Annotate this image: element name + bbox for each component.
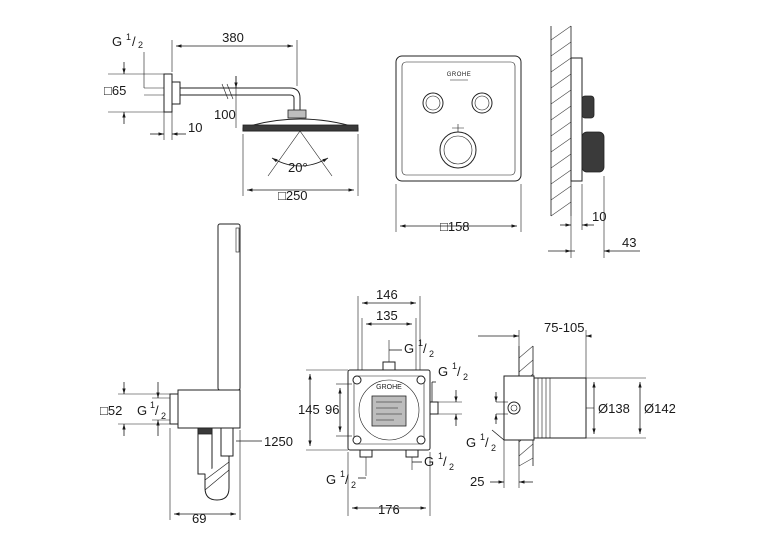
hose-nut (220, 427, 234, 457)
svg-text:2: 2 (449, 462, 454, 472)
rough-thread-bl-g: G (326, 472, 336, 487)
svg-text:/: / (443, 454, 447, 469)
rough-thread-right-g: G (438, 364, 448, 379)
dim-rough-width-outer: 146 (376, 287, 398, 302)
svg-text:/: / (457, 364, 461, 379)
showerhead-face (242, 124, 359, 132)
dim-rough-depth-range: 75-105 (544, 320, 584, 335)
showerhead-connector (287, 109, 307, 119)
control-plate (395, 55, 522, 182)
rough-side-sleeve (533, 377, 587, 439)
dim-flange-offset: 10 (188, 120, 202, 135)
svg-text:2: 2 (491, 443, 496, 453)
rough-in-right-port (429, 401, 439, 415)
dim-rough-height-outer: 145 (298, 402, 320, 417)
rough-in-guide-circle (358, 379, 420, 441)
rough-in-side-view: 75-105 Ø138 Ø142 G 1 / 2 25 (466, 320, 676, 489)
svg-text:1: 1 (418, 338, 423, 348)
rough-side-inlet (507, 401, 521, 415)
svg-text:1: 1 (438, 451, 443, 461)
thermostat-knob (439, 131, 477, 169)
dim-head-square: □250 (278, 188, 308, 203)
plate-side-view: 10 43 (548, 25, 640, 258)
dim-rough-offset: 25 (470, 474, 484, 489)
arm-break-mark (221, 83, 234, 100)
svg-text:2: 2 (463, 372, 468, 382)
rough-in-front-view: GROHE 146 135 G 1 / 2 G 1 / 2 (298, 287, 468, 517)
svg-text:1: 1 (340, 469, 345, 479)
dim-drop: 100 (214, 107, 236, 122)
hose-loop (204, 456, 230, 501)
plate-side-profile (570, 57, 583, 182)
showerhead-wall-flange (163, 73, 173, 113)
wall-holder-block (177, 389, 241, 429)
svg-text:2: 2 (429, 349, 434, 359)
dim-rough-height-inner: 96 (325, 402, 339, 417)
rough-in-label-plate (371, 395, 407, 427)
dim-hose-length: 1250 (264, 434, 293, 449)
svg-text:/: / (132, 34, 136, 49)
rough-in-brand-logo: GROHE (376, 384, 402, 391)
dim-rough-width-inner: 135 (376, 308, 398, 323)
hand-shower-handle (217, 223, 241, 391)
rough-in-bottom-left-port (359, 449, 373, 458)
svg-text:2: 2 (161, 411, 166, 421)
dim-rough-overall-width: 176 (378, 502, 400, 517)
hose-connector (197, 427, 213, 475)
svg-text:2: 2 (351, 480, 356, 490)
svg-text:1: 1 (452, 361, 457, 371)
thread-label-den: 2 (138, 40, 143, 50)
rough-side-thread-g: G (466, 435, 476, 450)
svg-text:1: 1 (150, 400, 155, 410)
dim-holder-depth: 69 (192, 511, 206, 526)
dim-holder-square: □52 (100, 403, 122, 418)
side-knob-profile (581, 131, 605, 173)
svg-text:/: / (485, 435, 489, 450)
svg-text:/: / (155, 403, 159, 418)
dim-tilt-angle: 20° (288, 160, 308, 175)
dim-total-depth: 43 (622, 235, 636, 250)
svg-text:/: / (423, 341, 427, 356)
rough-thread-top-g: G (404, 341, 414, 356)
holder-wall-flange (169, 393, 179, 425)
side-button-profile (581, 95, 595, 119)
dim-plate-square: □158 (440, 219, 470, 234)
rough-thread-br-g: G (424, 454, 434, 469)
wall-hatch (550, 25, 572, 217)
dim-plate-projection: 10 (592, 209, 606, 224)
dim-rough-dia-outer: Ø142 (644, 401, 676, 416)
thread-label-num: 1 (126, 32, 131, 42)
dim-arm-length: 380 (222, 30, 244, 45)
svg-text:1: 1 (480, 432, 485, 442)
dim-flange-square: □65 (104, 83, 126, 98)
shower-arm (179, 87, 301, 113)
rough-in-top-port (382, 361, 396, 371)
plate-brand-logo: GROHE (447, 72, 472, 78)
holder-thread-g: G (137, 403, 147, 418)
dim-rough-dia-inner: Ø138 (598, 401, 630, 416)
handshower-view: □52 G 1 / 2 1250 69 (100, 223, 293, 526)
rough-in-bottom-right-port (405, 449, 419, 458)
thread-label-g: G (112, 34, 122, 49)
control-plate-view: GROHE □158 (395, 55, 522, 234)
showerhead-view: 380 G 1 / 2 □65 100 10 20° □250 (104, 30, 359, 203)
showerhead-flange-collar (171, 81, 181, 105)
svg-text:/: / (345, 472, 349, 487)
